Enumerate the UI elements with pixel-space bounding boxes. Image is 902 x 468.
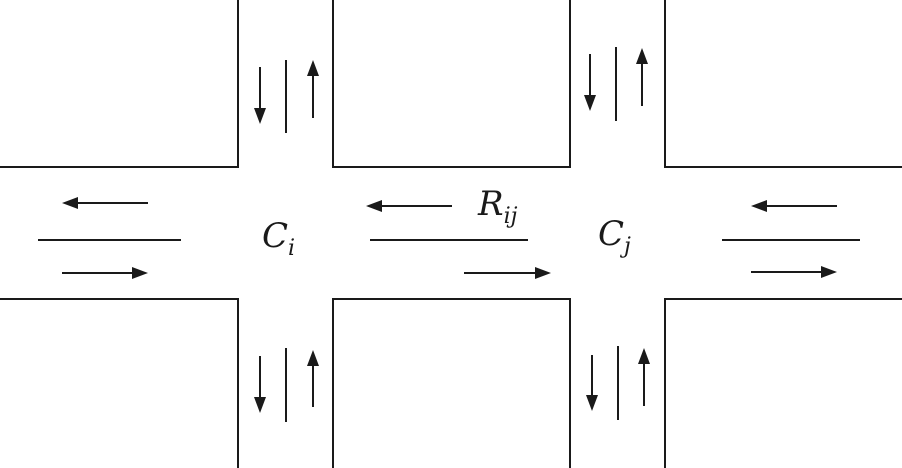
block-top-left (0, 0, 239, 168)
diagram-labels: Ci Cj Rij (262, 184, 631, 261)
arrow-right (464, 267, 551, 279)
arrow-right (62, 267, 148, 279)
lane-dividers (38, 47, 860, 422)
block-bottom-middle (332, 298, 571, 468)
block-bottom-right (664, 298, 902, 468)
arrow-down (584, 54, 596, 111)
arrow-right (751, 266, 837, 278)
road-ij-letter: R (477, 184, 504, 224)
road-ij-label: Rij (477, 184, 518, 229)
block-top-middle (332, 0, 571, 168)
intersection-i-letter: C (262, 216, 288, 256)
direction-arrows (62, 48, 837, 413)
arrow-down (586, 355, 598, 411)
block-bottom-left (0, 298, 239, 468)
arrow-left (366, 200, 452, 212)
arrow-down (254, 356, 266, 413)
arrow-left (62, 197, 148, 209)
road-ij-subscript: ij (504, 204, 518, 229)
arrow-down (254, 67, 266, 124)
arrow-up (638, 348, 650, 406)
arrow-up (307, 350, 319, 407)
arrow-up (307, 60, 319, 118)
arrow-left (751, 200, 837, 212)
intersection-i-subscript: i (288, 236, 295, 261)
block-top-right (664, 0, 902, 168)
arrow-up (636, 48, 648, 106)
intersection-j-letter: C (598, 214, 624, 254)
intersection-j-label: Cj (598, 214, 631, 259)
intersection-i-label: Ci (262, 216, 295, 261)
